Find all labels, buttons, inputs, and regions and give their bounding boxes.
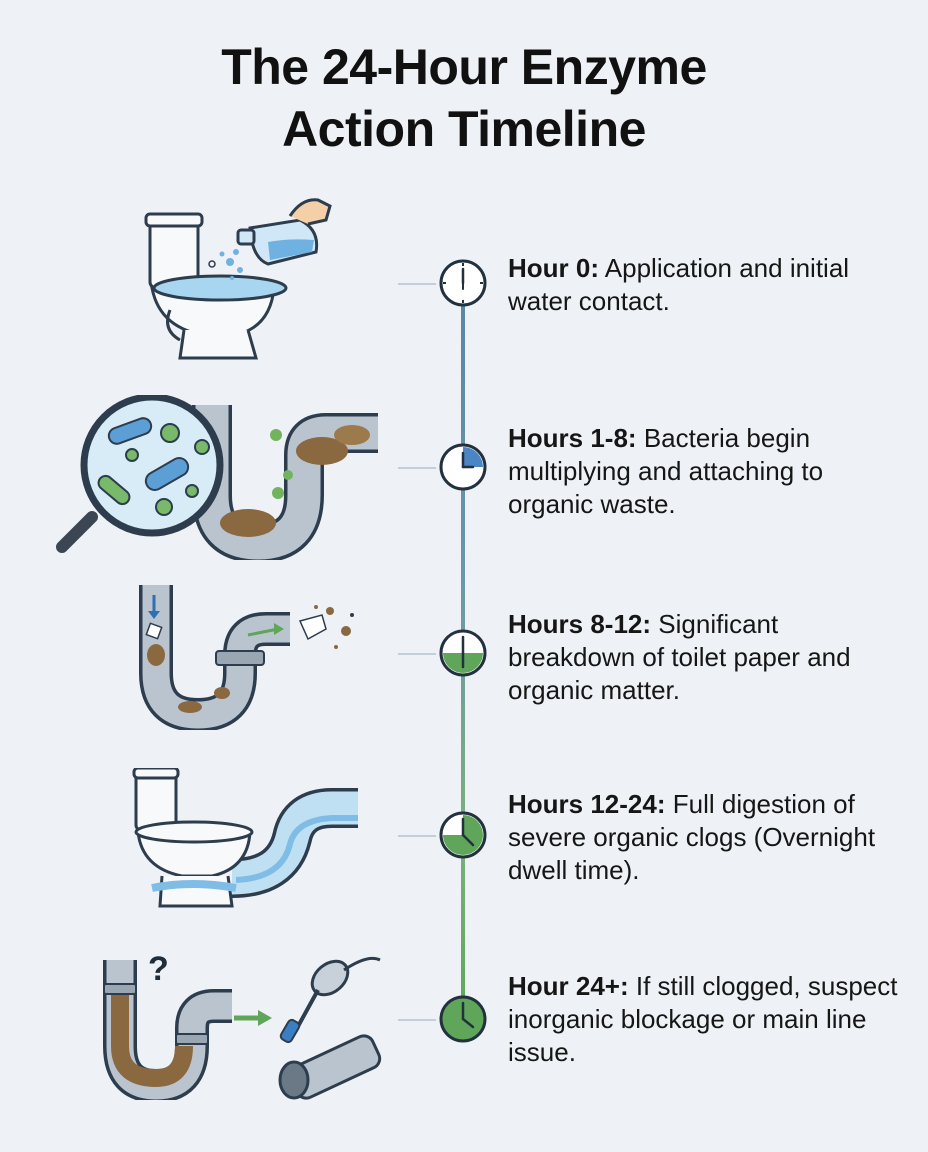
connector-5 [398, 1019, 436, 1021]
plunger-snake-icon: ? [100, 950, 390, 1104]
step-description: Full digestion of severe organic clogs (… [508, 789, 876, 885]
step-label: Hour 0: [508, 253, 599, 283]
connector-1 [398, 283, 436, 285]
page-title: The 24-Hour Enzyme Action Timeline [0, 36, 928, 160]
title-line-2: Action Timeline [282, 101, 646, 157]
step-hour-24-plus: Hour 24+: If still clogged, suspect inor… [508, 970, 908, 1069]
bacteria-magnifier-icon [52, 393, 382, 564]
toilet-pour-icon [140, 190, 340, 365]
step-description: If still clogged, suspect inorganic bloc… [508, 971, 898, 1067]
svg-text:?: ? [148, 950, 169, 988]
step-label: Hour 24+: [508, 971, 629, 1001]
step-hours-12-24: Hours 12-24: Full digestion of severe or… [508, 788, 908, 887]
step-label: Hours 1-8: [508, 423, 637, 453]
clock-icon [439, 259, 487, 307]
title-line-1: The 24-Hour Enzyme [221, 39, 707, 95]
step-hours-1-8: Hours 1-8: Bacteria begin multiplying an… [508, 422, 908, 521]
clock-icon [439, 811, 487, 859]
connector-2 [398, 467, 436, 469]
toilet-clear-flow-icon [132, 766, 362, 913]
step-hours-8-12: Hours 8-12: Significant breakdown of toi… [508, 608, 908, 707]
step-label: Hours 8-12: [508, 609, 652, 639]
step-label: Hours 12-24: [508, 789, 666, 819]
step-description: Significant breakdown of toilet paper an… [508, 609, 851, 705]
step-hour-0: Hour 0: Application and initial water co… [508, 252, 908, 318]
connector-4 [398, 835, 436, 837]
pipe-breakdown-icon [130, 585, 370, 733]
clock-icon [439, 995, 487, 1043]
step-description: Bacteria begin multiplying and attaching… [508, 423, 824, 519]
step-description: Application and initial water contact. [508, 253, 850, 316]
clock-icon [439, 629, 487, 677]
connector-3 [398, 653, 436, 655]
clock-icon [439, 443, 487, 491]
